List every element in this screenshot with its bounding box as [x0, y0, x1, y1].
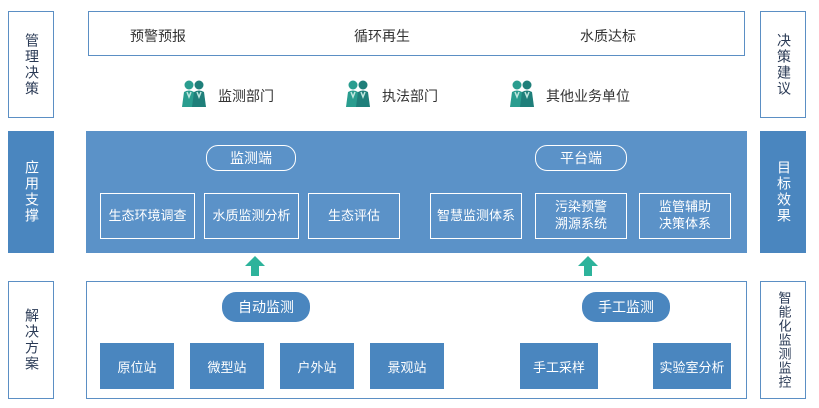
decision-item-warning: 预警预报: [130, 29, 186, 45]
decision-box: [88, 11, 745, 56]
auto-monitoring-pill: 自动监测: [222, 292, 310, 322]
in-situ-station-box: 原位站: [100, 343, 174, 389]
pollution-warning-box: 污染预警 溯源系统: [535, 193, 627, 239]
micro-station-box: 微型站: [190, 343, 264, 389]
regulatory-decision-box: 监管辅助 决策体系: [639, 193, 731, 239]
manual-sampling-box: 手工采样: [520, 343, 598, 389]
monitor-end-pill: 监测端: [206, 145, 296, 171]
unit-law-enforcement-dept: 执法部门: [344, 79, 438, 113]
smart-monitoring-system-box: 智慧监测体系: [430, 193, 522, 239]
unit-label: 监测部门: [218, 89, 274, 105]
right-label-smart-monitoring: 智能化监测监控: [760, 281, 806, 399]
unit-label: 其他业务单位: [546, 89, 630, 105]
unit-other-business: 其他业务单位: [508, 79, 630, 113]
application-band: [86, 131, 747, 253]
people-icon: [508, 79, 536, 113]
people-icon: [180, 79, 208, 113]
left-label-application: 应用支撑: [8, 131, 54, 253]
ecology-survey-box: 生态环境调查: [100, 193, 195, 239]
up-arrow-icon: [245, 256, 265, 276]
left-label-solution: 解决方案: [8, 281, 54, 399]
lab-analysis-box: 实验室分析: [653, 343, 731, 389]
manual-monitoring-pill: 手工监测: [582, 292, 670, 322]
platform-end-pill: 平台端: [535, 145, 627, 171]
right-label-target-effect: 目标效果: [760, 131, 806, 253]
left-label-management: 管理决策: [8, 11, 54, 118]
unit-monitoring-dept: 监测部门: [180, 79, 274, 113]
landscape-station-box: 景观站: [370, 343, 444, 389]
people-icon: [344, 79, 372, 113]
water-quality-analysis-box: 水质监测分析: [204, 193, 299, 239]
decision-item-recycle: 循环再生: [354, 29, 410, 45]
up-arrow-icon: [578, 256, 598, 276]
unit-label: 执法部门: [382, 89, 438, 105]
right-label-decision-advice: 决策建议: [760, 11, 806, 118]
ecology-assessment-box: 生态评估: [308, 193, 400, 239]
outdoor-station-box: 户外站: [280, 343, 354, 389]
decision-item-water-quality: 水质达标: [580, 29, 636, 45]
